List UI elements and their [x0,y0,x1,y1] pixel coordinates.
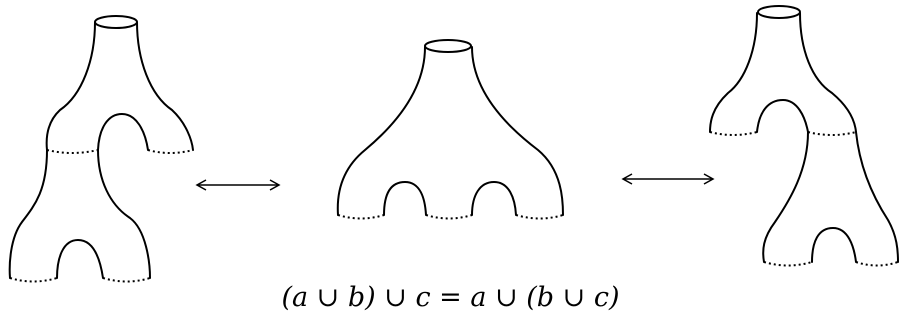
right-upper-pants-outline [709,12,857,133]
left-lower-pants-outline [8,149,151,279]
right-upper-top-rim [757,5,801,19]
right-lower-right-leg-boundary [855,261,899,267]
right-lower-pants [762,131,899,267]
associativity-equation: (a ∪ b) ∪ c = a ∪ (b ∪ c) [281,282,620,313]
left-upper-left-leg-boundary [46,149,99,154]
right-upper-pants [709,5,857,136]
middle-three-legged-pants [336,39,564,220]
left-double-arrow [195,179,281,191]
right-upper-left-leg-boundary [709,131,758,136]
left-lower-left-leg-boundary [9,277,58,283]
middle-right-leg-boundary [515,214,564,220]
left-stacked-pants [8,15,194,283]
left-upper-right-leg-boundary [147,149,194,154]
right-double-arrow [621,173,715,185]
middle-center-leg-boundary [425,214,473,220]
left-upper-pants-outline [45,21,194,151]
left-lower-pants [8,149,151,283]
middle-left-leg-boundary [337,214,385,220]
middle-pants-outline [336,46,564,216]
right-stacked-pants [709,5,899,267]
left-lower-right-leg-boundary [102,277,151,283]
middle-top-rim [424,39,472,53]
left-upper-top-rim [94,15,138,29]
right-upper-right-leg-boundary [807,131,857,136]
right-lower-left-leg-boundary [763,261,813,267]
right-lower-pants-outline [762,131,899,263]
left-upper-pants [45,15,194,154]
